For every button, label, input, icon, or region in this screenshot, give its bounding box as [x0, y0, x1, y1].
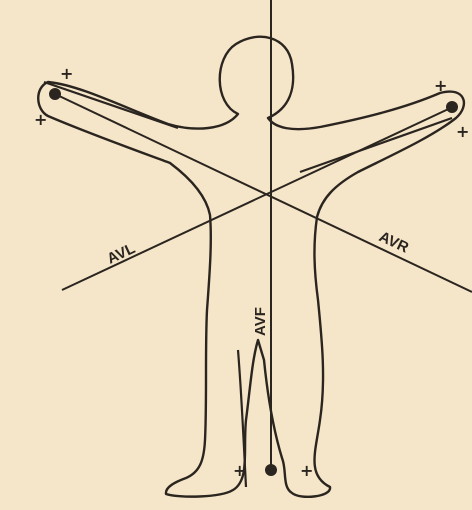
right-foot-plus: + [300, 461, 313, 480]
foot-electrode [265, 464, 277, 476]
avr-label: AVR [376, 228, 411, 256]
right-arm-electrode [446, 101, 458, 113]
avl-label: AVL [105, 240, 138, 268]
left-arm-plus-top: + [60, 64, 73, 83]
body-outline [38, 37, 464, 497]
left-foot-plus: + [233, 461, 246, 480]
right-arm-plus-bottom: + [456, 122, 469, 141]
avf-label: AVF [252, 307, 269, 336]
left-arm-electrode [49, 88, 61, 100]
left-arm-plus-bottom: + [34, 110, 47, 129]
right-arm-plus-top: + [434, 76, 447, 95]
